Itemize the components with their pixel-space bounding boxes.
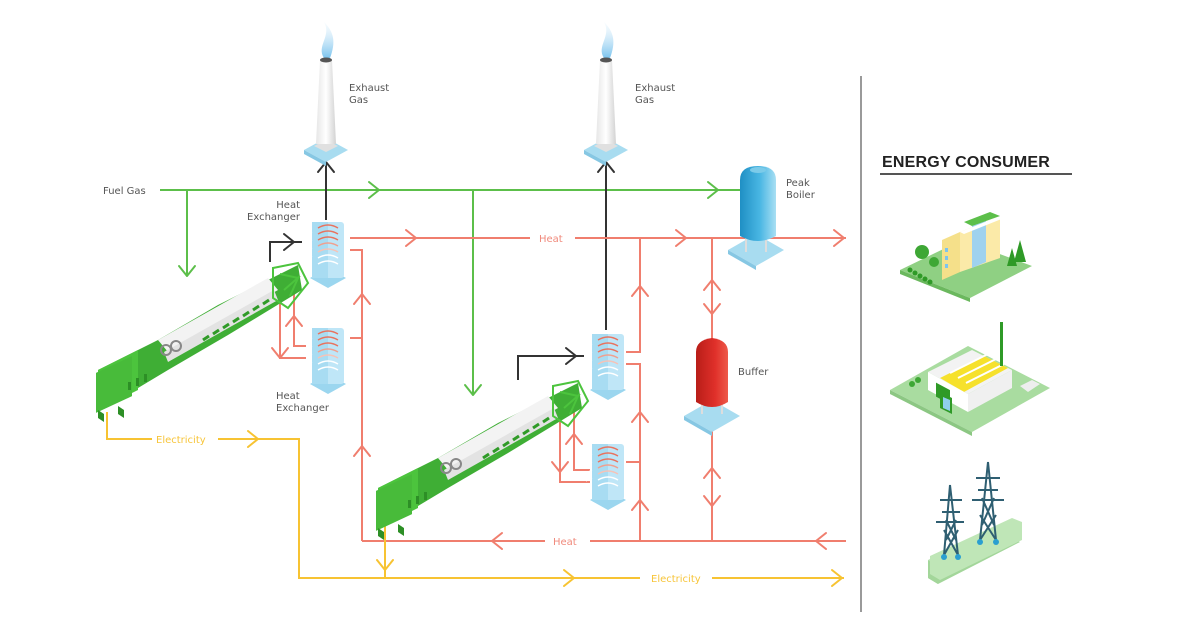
building-icon [900, 212, 1032, 302]
arrow-right-icon [247, 430, 259, 448]
arrow-right-icon [368, 181, 380, 199]
arrow-down-icon [703, 495, 721, 507]
arrow-up-icon [631, 285, 649, 297]
arrow-right-icon [707, 181, 719, 199]
heat-flow-label-top: Heat [539, 234, 563, 245]
arrow-down-icon [271, 347, 289, 359]
energy-consumer-title: ENERGY CONSUMER [882, 154, 1050, 171]
heat-exchanger-2a [585, 333, 627, 401]
exhaust-stack-2 [584, 22, 628, 166]
peak-boiler [728, 166, 784, 270]
arrow-down-icon [551, 461, 569, 473]
arrow-right-icon [675, 229, 687, 247]
electricity-line [106, 412, 844, 587]
factory-icon [890, 322, 1050, 436]
arrow-up-icon [353, 293, 371, 305]
arrow-left-icon [815, 532, 827, 550]
heat-exchanger-1b [305, 327, 347, 395]
arrow-up-icon [353, 445, 371, 457]
electricity-label-left: Electricity [156, 435, 206, 446]
arrow-up-icon [631, 411, 649, 423]
heat-line [271, 229, 846, 550]
heat-exchanger-2b [585, 443, 627, 511]
arrow-down-icon [376, 559, 394, 571]
arrow-right-icon [283, 233, 295, 251]
fuel-gas-label: Fuel Gas [103, 186, 146, 197]
arrow-up-icon [631, 499, 649, 511]
arrow-down-icon [703, 303, 721, 315]
exhaust-stack-1 [304, 22, 348, 166]
electricity-label-bottom: Electricity [651, 574, 701, 585]
power-grid-icon [928, 461, 1022, 584]
arrow-right-icon [563, 569, 575, 587]
arrow-right-icon [565, 347, 577, 365]
arrow-down-icon [464, 384, 482, 396]
heat-exchanger-1a [305, 221, 347, 289]
arrow-down-icon [178, 265, 196, 277]
buffer-label: Buffer [738, 367, 769, 378]
arrow-up-icon [285, 315, 303, 327]
arrow-up-icon [703, 279, 721, 291]
arrow-right-icon [831, 569, 843, 587]
arrow-left-icon [491, 532, 503, 550]
arrow-right-icon [833, 229, 845, 247]
fuel-gas-line [160, 181, 742, 396]
buffer-tank [684, 338, 740, 436]
chp-engine-2 [374, 379, 590, 542]
arrow-up-icon [565, 433, 583, 445]
exhaust-line [269, 160, 615, 380]
heat-flow-label-bottom: Heat [553, 537, 577, 548]
arrow-up-icon [703, 467, 721, 479]
energy-consumer-panel: ENERGY CONSUMER [880, 154, 1072, 584]
arrow-right-icon [405, 229, 417, 247]
